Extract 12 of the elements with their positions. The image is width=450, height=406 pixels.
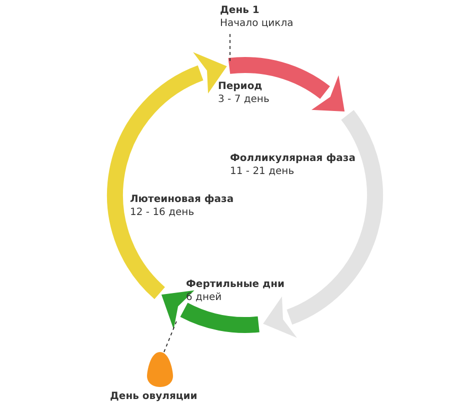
phase-name: Лютеиновая фаза [130,193,234,206]
phase-name: Фертильные дни [186,278,285,291]
marker-title: День 1 [220,4,260,17]
phase-duration: 6 дней [186,291,222,304]
phase-duration: 12 - 16 день [130,206,194,219]
leader-line [164,320,178,352]
phase-name: Период [218,80,262,93]
phase-name: Фолликулярная фаза [230,152,356,165]
phase-duration: 11 - 21 день [230,165,294,178]
marker-subtitle: Начало цикла [220,17,294,30]
phase-duration: 3 - 7 день [218,93,270,106]
marker-caption: День овуляции [110,390,198,403]
